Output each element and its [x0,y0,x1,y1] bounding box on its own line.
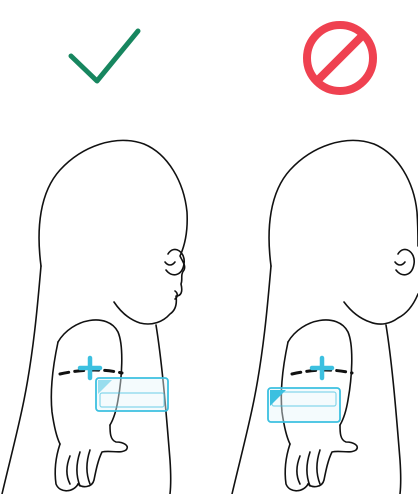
finger-2 [307,452,310,486]
placement-guide [60,358,122,378]
arm-back [51,342,60,444]
eye-line [395,262,405,265]
chest-line [386,325,401,494]
plus-marker-icon [312,358,332,378]
finger-1 [67,456,70,484]
check-mark-icon [71,31,138,81]
finger-2 [77,452,80,486]
back-line [232,266,271,494]
hand [78,425,127,487]
device-patch-correct [96,378,168,411]
eye-line [165,262,175,265]
back-line [2,266,41,494]
plus-marker-icon [80,358,100,378]
nose-mouth-line [175,291,177,299]
finger-3 [87,450,90,484]
head-outline [39,140,187,324]
head-outline [269,140,418,266]
device-patch-incorrect [268,388,340,422]
hand [308,425,357,487]
panel-correct [2,31,187,494]
placement-guide [292,358,352,378]
finger-3 [317,450,320,484]
face-line [344,294,418,324]
child-figure [2,140,187,494]
panel-incorrect [232,25,418,494]
child-figure [232,140,418,494]
prohibited-icon [307,25,373,91]
finger-1 [297,456,300,484]
